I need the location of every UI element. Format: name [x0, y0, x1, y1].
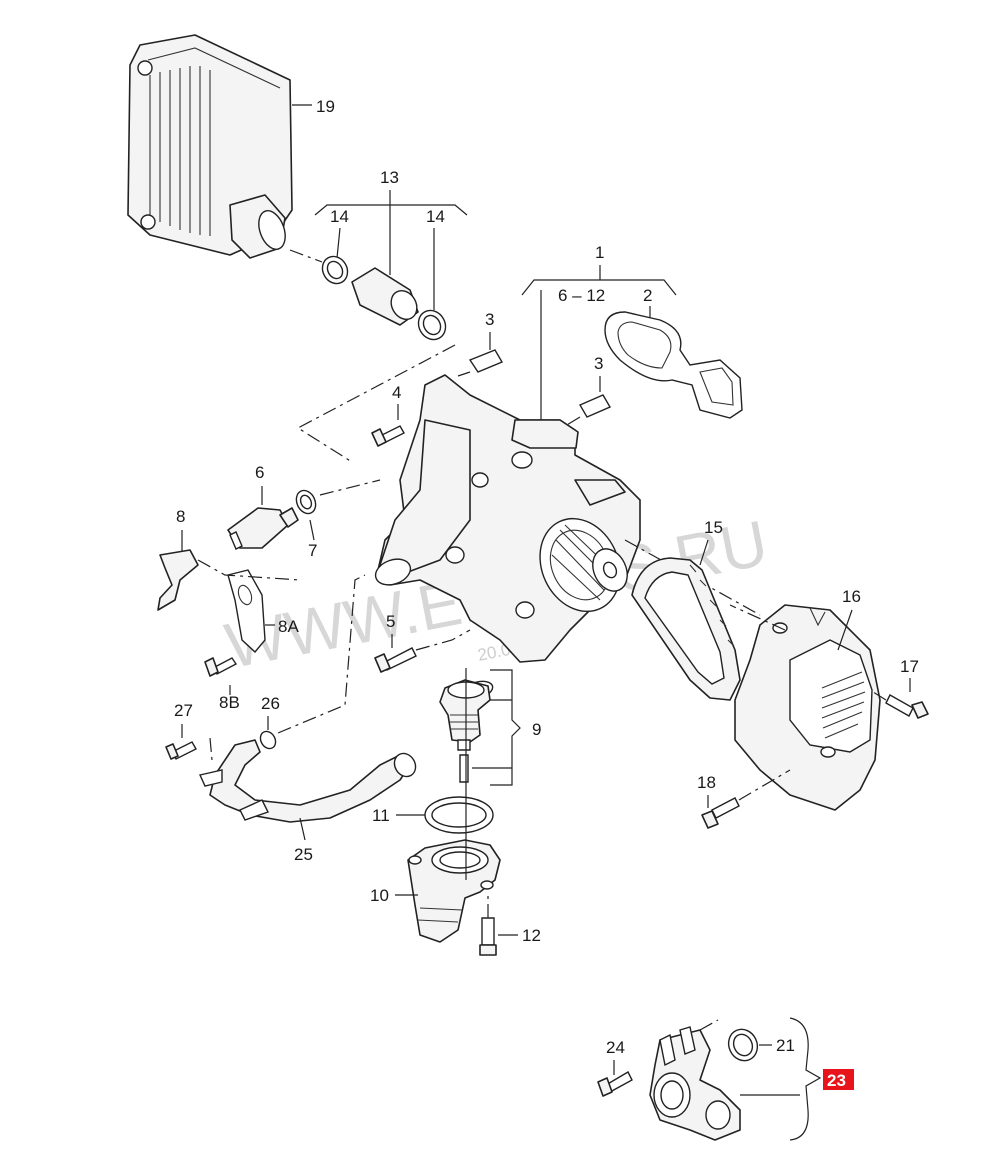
reference-badge-23[interactable]: 23: [823, 1069, 854, 1090]
o-ring-seal-icon: [259, 730, 277, 750]
coolant-pipe-icon: [199, 739, 417, 823]
toothed-belt-icon: [631, 557, 741, 701]
callout-11: 11: [372, 806, 390, 825]
bolt-icon: [885, 694, 914, 717]
bracket-13: [314, 204, 468, 216]
bracket-1: [521, 279, 677, 296]
callout-3-upper: 3: [485, 310, 494, 329]
retaining-clip-icon: [157, 549, 199, 611]
callout-5: 5: [386, 612, 395, 631]
callout-8: 8: [176, 507, 185, 526]
connector-pipe-icon: [351, 267, 419, 326]
oil-cooler-icon: [127, 34, 293, 259]
callout-6: 6: [255, 463, 264, 482]
bolt-icon: [479, 917, 497, 956]
flange-gasket-icon: [227, 569, 266, 654]
callout-3-right: 3: [594, 354, 603, 373]
callout-7: 7: [308, 541, 317, 560]
callout-24: 24: [606, 1038, 625, 1057]
callout-18: 18: [697, 773, 716, 792]
callout-13: 13: [380, 168, 399, 187]
callout-14-right: 14: [426, 207, 445, 226]
bracket-9: [490, 669, 521, 786]
bracket-23: [789, 1017, 822, 1141]
bolt-icon: [711, 797, 740, 819]
callout-12: 12: [522, 926, 541, 945]
gasket-icon: [604, 311, 743, 419]
dowel-pin-icon: [578, 394, 612, 418]
callout-6-12: 6 – 12: [558, 286, 605, 305]
callout-1: 1: [595, 243, 604, 262]
callout-8B: 8B: [219, 693, 240, 712]
coolant-flange-icon: [649, 1026, 741, 1141]
thermostat-housing-icon: [407, 839, 501, 943]
callout-8A: 8A: [278, 617, 299, 636]
callout-15: 15: [704, 518, 723, 537]
callout-10: 10: [370, 886, 389, 905]
temperature-sensor-icon: [227, 507, 299, 550]
callout-25: 25: [294, 845, 313, 864]
callout-17: 17: [900, 657, 919, 676]
callout-19: 19: [316, 97, 335, 116]
callout-21: 21: [776, 1036, 795, 1055]
dowel-pin-icon: [468, 349, 504, 373]
water-pump-housing-icon: [374, 374, 641, 700]
callout-9: 9: [532, 720, 541, 739]
svg-text:23: 23: [827, 1071, 846, 1090]
callout-27: 27: [174, 701, 193, 720]
callout-2: 2: [643, 286, 652, 305]
belt-cover-icon: [734, 604, 881, 811]
callout-14-left: 14: [330, 207, 349, 226]
callout-16: 16: [842, 587, 861, 606]
callout-4: 4: [392, 383, 401, 402]
callout-26: 26: [261, 694, 280, 713]
thermostat-icon: [439, 679, 491, 783]
